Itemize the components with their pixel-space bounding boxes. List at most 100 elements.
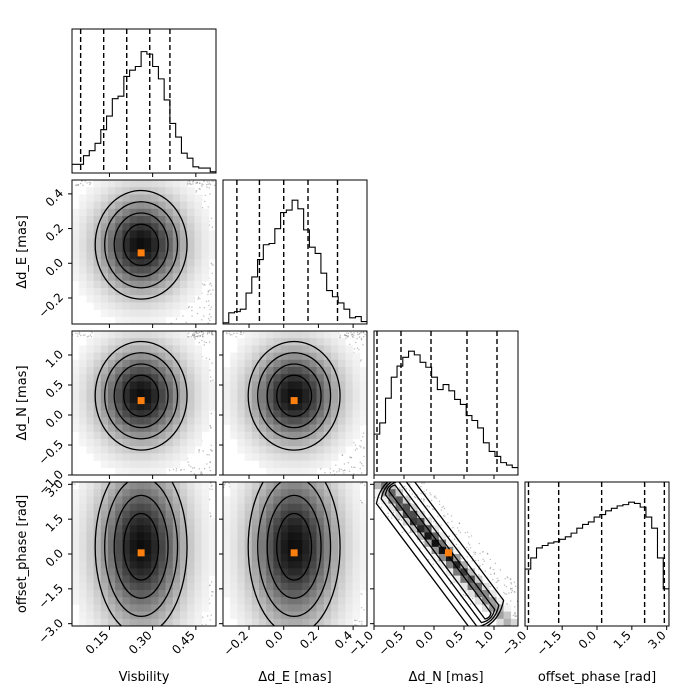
density-cell xyxy=(187,417,195,425)
density-cell xyxy=(122,410,130,418)
density-cell xyxy=(108,460,116,469)
contour-level-0 xyxy=(123,223,160,267)
density-cell xyxy=(309,597,317,605)
sample-point xyxy=(374,496,376,499)
density-cell xyxy=(129,367,138,375)
density-cell xyxy=(79,395,87,404)
density-cell xyxy=(108,503,116,512)
density-cell xyxy=(100,288,109,296)
density-cell xyxy=(352,359,361,368)
density-cell xyxy=(374,489,382,497)
density-cell xyxy=(259,367,267,375)
sample-point xyxy=(355,341,357,344)
density-cell xyxy=(180,295,188,303)
density-cell xyxy=(136,403,145,411)
density-cell xyxy=(273,467,281,475)
density-cell xyxy=(338,597,346,605)
sample-point xyxy=(235,336,237,338)
truth-marker xyxy=(137,249,145,257)
density-cell xyxy=(345,381,353,389)
density-cell xyxy=(165,201,174,210)
density-cell xyxy=(165,424,174,433)
sample-point xyxy=(341,454,344,456)
sample-point xyxy=(82,334,85,336)
density-cell xyxy=(302,345,310,353)
density-cell xyxy=(187,518,195,526)
density-cell xyxy=(108,525,116,533)
density-cell xyxy=(266,597,274,605)
density-cell xyxy=(72,546,80,555)
sample-point xyxy=(190,466,192,468)
density-cell xyxy=(287,345,296,353)
density-cell xyxy=(331,575,339,584)
density-cell xyxy=(72,273,80,282)
sample-point xyxy=(391,517,393,519)
sample-point xyxy=(198,188,200,190)
density-cell xyxy=(79,388,87,397)
density-cell xyxy=(230,568,238,576)
sample-point xyxy=(459,531,461,534)
density-cell xyxy=(323,618,332,626)
density-cell xyxy=(259,417,267,425)
density-cell xyxy=(115,237,123,246)
sample-point xyxy=(201,319,203,321)
density-cell xyxy=(230,532,238,540)
density-cell xyxy=(244,518,253,526)
density-cell xyxy=(230,359,238,368)
density-cell xyxy=(144,403,152,411)
density-cell xyxy=(136,439,145,447)
density-cell xyxy=(151,316,159,324)
density-cell xyxy=(496,604,504,612)
density-cell xyxy=(352,395,361,404)
density-cell xyxy=(93,561,102,569)
density-cell xyxy=(331,374,339,382)
sample-point xyxy=(203,180,205,183)
density-cell xyxy=(187,496,195,504)
density-cell xyxy=(144,518,152,526)
density-cell xyxy=(165,280,174,289)
density-cell xyxy=(172,194,181,202)
sample-point xyxy=(342,470,344,472)
x-tick-label: −1.5 xyxy=(534,628,565,659)
density-cell xyxy=(201,273,210,282)
density-cell xyxy=(323,518,332,526)
density-cell xyxy=(165,395,174,404)
density-cell xyxy=(194,546,202,555)
density-cell xyxy=(280,546,289,555)
sample-point xyxy=(394,468,395,469)
density-cell xyxy=(295,439,303,447)
sample-point xyxy=(363,335,365,338)
density-cell xyxy=(230,582,238,591)
density-cell xyxy=(86,496,94,504)
sample-point xyxy=(503,584,506,586)
density-cell xyxy=(129,539,138,548)
density-cell xyxy=(86,597,94,605)
density-cell xyxy=(474,597,483,605)
density-cell xyxy=(93,237,102,246)
density-cell xyxy=(86,611,94,620)
sample-point xyxy=(90,336,93,338)
density-cell xyxy=(165,510,174,519)
density-cell xyxy=(180,345,188,353)
density-cell xyxy=(496,597,504,605)
sample-point xyxy=(501,629,502,630)
density-cell xyxy=(280,618,289,626)
density-cell xyxy=(100,590,109,598)
density-cell xyxy=(295,518,303,526)
sample-point xyxy=(464,594,467,597)
density-cell xyxy=(158,223,166,231)
sample-point xyxy=(211,488,213,491)
density-cell xyxy=(180,338,188,346)
sample-point xyxy=(168,469,171,471)
density-cell xyxy=(338,604,346,612)
density-cell xyxy=(180,489,188,497)
density-cell xyxy=(180,403,188,411)
sample-point xyxy=(182,315,184,317)
density-cell xyxy=(316,460,325,469)
density-cell xyxy=(295,532,303,540)
density-cell xyxy=(86,618,94,626)
density-cell xyxy=(338,345,346,353)
density-cell xyxy=(136,331,145,339)
density-cell xyxy=(158,403,166,411)
sample-point xyxy=(462,594,465,596)
